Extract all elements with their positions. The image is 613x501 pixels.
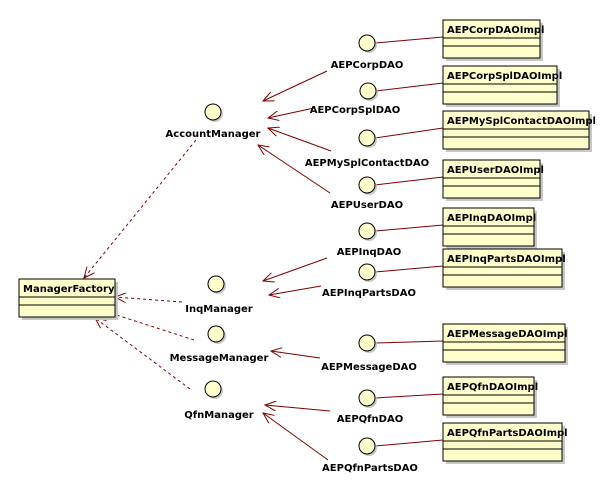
interface-circle-icon: [358, 34, 376, 52]
class-box-aepqfnpartsdaoimpl[interactable]: AEPQfnPartsDAOImpl: [442, 422, 568, 464]
class-box-aepcorpdaoimpl[interactable]: AEPCorpDAOImpl: [442, 19, 544, 61]
class-name-label: AEPQfnPartsDAOImpl: [447, 428, 568, 439]
interface-circle-icon: [358, 129, 376, 147]
realization-line-aepmysplcontactdao: [374, 127, 444, 139]
interface-circle-icon: [359, 82, 377, 100]
realization-line-aepcorpdao: [374, 36, 444, 44]
interface-circle-icon: [207, 275, 225, 293]
association-arrow-aepcorpspldao-to-accountmanager: [268, 107, 315, 118]
class-box-frame: [18, 278, 116, 318]
interface-aepmessagedao[interactable]: AEPMessageDAO: [321, 334, 417, 373]
class-box-aepmessagedaoimpl[interactable]: AEPMessageDAOImpl: [442, 323, 568, 365]
interface-name-label: AEPQfnDAO: [337, 414, 403, 425]
interface-accountmanager[interactable]: AccountManager: [166, 103, 261, 140]
interface-circle-icon: [358, 389, 376, 407]
interface-name-label: InqManager: [185, 304, 253, 315]
class-box-frame: [442, 159, 541, 199]
class-box-aepinqdaoimpl[interactable]: AEPInqDAOImpl: [442, 207, 537, 249]
class-box-frame: [442, 19, 541, 59]
class-box-frame: [442, 422, 563, 462]
class-name-label: AEPMySplContactDAOImpl: [447, 116, 596, 127]
interface-inqmanager[interactable]: InqManager: [185, 275, 253, 315]
interface-circle-icon: [207, 325, 225, 343]
interface-aepqfnpartsdao[interactable]: AEPQfnPartsDAO: [322, 437, 418, 474]
interface-aepinqdao[interactable]: AEPInqDAO: [337, 222, 401, 258]
class-box-managerfactory[interactable]: ManagerFactory: [18, 278, 118, 320]
class-name-label: AEPCorpDAOImpl: [447, 25, 544, 36]
class-box-aepuserdaoimpl[interactable]: AEPUserDAOImpl: [442, 159, 544, 201]
interface-name-label: AccountManager: [166, 129, 261, 140]
interface-circle-icon: [358, 222, 376, 240]
class-name-label: AEPQfnDAOImpl: [447, 382, 538, 393]
association-arrow-aepqfnpartsdao-to-qfnmanager: [263, 413, 329, 461]
interface-circle-icon: [358, 263, 376, 281]
association-arrow-aepuserdao-to-accountmanager: [258, 145, 331, 194]
interface-aepinqpartsdao[interactable]: AEPInqPartsDAO: [322, 263, 416, 299]
class-box-aepmysplcontactdaoimpl[interactable]: AEPMySplContactDAOImpl: [442, 110, 596, 152]
interface-circle-icon: [358, 334, 376, 352]
interface-name-label: AEPInqDAO: [337, 247, 401, 258]
realization-line-aepmessagedao: [374, 340, 444, 344]
interface-circle-icon: [358, 437, 376, 455]
dependency-arrow-accountmanager-to-managerfactory: [84, 139, 197, 278]
association-arrow-aepmysplcontactdao-to-accountmanager: [268, 128, 332, 152]
interface-name-label: AEPMessageDAO: [321, 362, 417, 373]
interface-circle-icon: [204, 380, 222, 398]
class-box-frame: [442, 65, 558, 105]
interface-qfnmanager[interactable]: QfnManager: [184, 380, 254, 421]
class-box-aepqfndaoimpl[interactable]: AEPQfnDAOImpl: [442, 376, 538, 418]
interface-name-label: AEPQfnPartsDAO: [322, 463, 418, 474]
class-box-frame: [442, 376, 535, 416]
interface-aepcorpspldao[interactable]: AEPCorpSplDAO: [310, 82, 401, 116]
dependency-arrow-qfnmanager-to-managerfactory: [95, 318, 191, 390]
dependency-arrow-messagemanager-to-managerfactory: [101, 310, 195, 341]
class-box-frame: [442, 110, 590, 150]
class-name-label: ManagerFactory: [23, 284, 115, 295]
interface-aepqfndao[interactable]: AEPQfnDAO: [337, 389, 403, 425]
interface-circle-icon: [204, 103, 222, 121]
interface-name-label: AEPUserDAO: [331, 200, 403, 211]
interface-aepcorpdao[interactable]: AEPCorpDAO: [331, 34, 404, 71]
interface-name-label: QfnManager: [184, 410, 253, 421]
class-box-frame: [442, 207, 535, 247]
realization-line-aepcorpspldao: [375, 82, 444, 92]
association-arrow-aepcorpdao-to-accountmanager: [263, 70, 328, 101]
interface-aepuserdao[interactable]: AEPUserDAO: [331, 176, 403, 211]
interface-name-label: AEPMySplContactDAO: [305, 158, 429, 169]
class-box-frame: [442, 248, 563, 288]
interface-name-label: AEPInqPartsDAO: [322, 288, 416, 299]
class-name-label: AEPInqPartsDAOImpl: [447, 254, 566, 265]
realization-line-aepuserdao: [374, 176, 444, 186]
nodes-layer: ManagerFactory AEPCorpDAOImplAEPCorpSplDA…: [18, 19, 596, 474]
interface-circle-icon: [358, 176, 376, 194]
realization-line-aepinqpartsdao: [374, 265, 444, 273]
interface-name-label: MessageManager: [170, 353, 269, 364]
association-arrow-aepqfndao-to-qfnmanager: [265, 405, 331, 412]
class-name-label: AEPCorpSplDAOImpl: [447, 71, 562, 82]
class-box-aepinqpartsdaoimpl[interactable]: AEPInqPartsDAOImpl: [442, 248, 566, 290]
realization-line-aepinqdao: [374, 224, 444, 232]
interface-name-label: AEPCorpDAO: [331, 60, 404, 71]
association-arrow-aepmessagedao-to-messagemanager: [271, 351, 321, 359]
realization-line-aepqfnpartsdao: [374, 439, 444, 447]
class-box-aepcorpspldaoimpl[interactable]: AEPCorpSplDAOImpl: [442, 65, 562, 107]
class-name-label: AEPUserDAOImpl: [447, 165, 544, 176]
class-box-frame: [442, 323, 566, 363]
interface-aepmysplcontactdao[interactable]: AEPMySplContactDAO: [305, 129, 429, 169]
association-arrow-aepinqdao-to-inqmanager: [263, 257, 328, 281]
interface-name-label: AEPCorpSplDAO: [310, 105, 401, 116]
interface-messagemanager[interactable]: MessageManager: [170, 325, 269, 364]
class-name-label: AEPMessageDAOImpl: [447, 329, 568, 340]
connectors-layer: [84, 36, 444, 461]
dependency-arrow-inqmanager-to-managerfactory: [115, 297, 183, 302]
realization-line-aepqfndao: [374, 393, 444, 399]
association-arrow-aepinqpartsdao-to-inqmanager: [269, 285, 322, 295]
class-name-label: AEPInqDAOImpl: [447, 213, 536, 224]
